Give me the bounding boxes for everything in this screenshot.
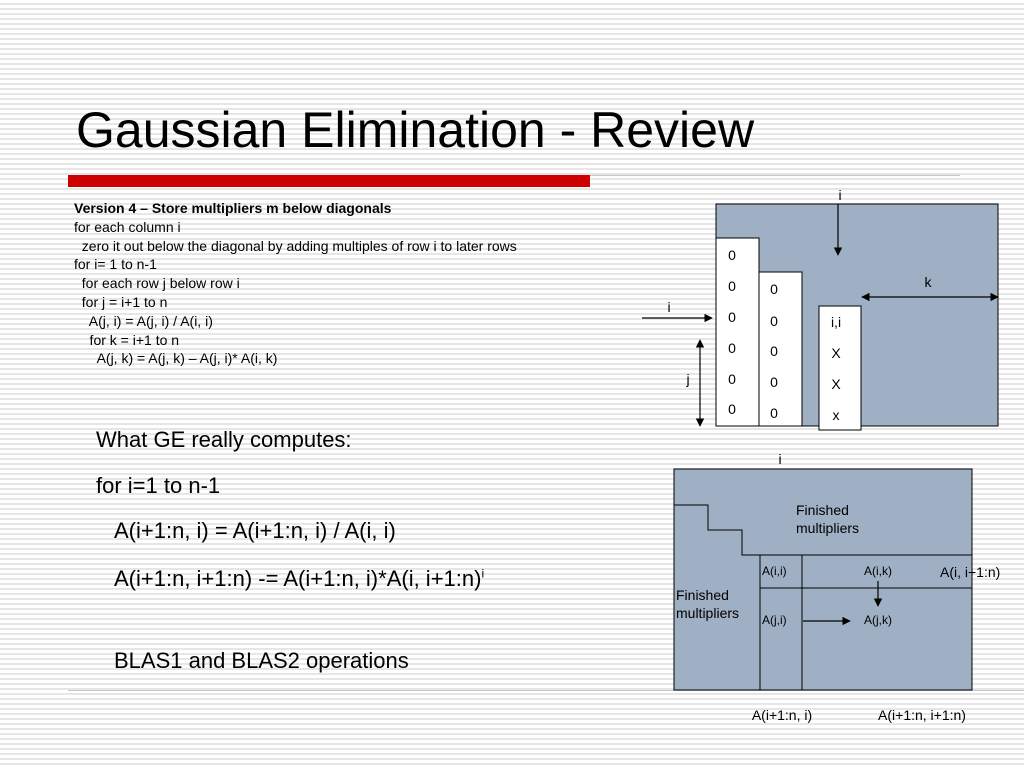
zeroed-column-1 [715,237,760,427]
zero-value: 0 [770,343,778,359]
zero-value: 0 [770,374,778,390]
zero-value: 0 [770,281,778,297]
update-value: X [831,376,841,392]
zero-value: 0 [770,313,778,329]
ge-blas2-superscript: i [481,566,485,581]
row-i-label: i [667,299,670,315]
finished-multipliers-left: Finished multipliers [676,587,739,621]
pseudocode-heading: Version 4 – Store multipliers m below di… [74,200,392,216]
top-matrix-diagram: 0 0 0 0 0 0 0 0 0 0 0 i,i X X x i i j k [642,187,999,431]
ge-loop-line: for i=1 to n-1 [96,473,221,498]
update-element-label: A(j,k) [864,613,892,627]
pseudocode-block: Version 4 – Store multipliers m below di… [74,199,517,368]
trailing-submatrix-label: A(i+1:n, i+1:n) [878,707,966,723]
pivot-element-label: A(i,i) [762,564,787,578]
pseudocode-line: for k = i+1 to n [74,331,180,348]
pseudocode-line: zero it out below the diagonal by adding… [74,237,517,254]
ge-blas2-line: A(i+1:n, i+1:n) -= A(i+1:n, i)*A(i, i+1:… [114,566,484,592]
title-accent-bar [68,175,590,187]
slide-title: Gaussian Elimination - Review [76,102,755,158]
finished-left-line2: multipliers [676,605,739,621]
pivot-label: i,i [831,314,841,330]
pseudocode-line: A(j, i) = A(j, i) / A(i, i) [74,312,213,329]
footer-divider-line [68,690,1024,691]
pseudocode-line: A(j, k) = A(j, k) – A(j, i)* A(i, k) [74,350,278,367]
row-i-slice-label: A(i, i+1:n) [940,564,1000,580]
zero-value: 0 [728,401,736,417]
finished-multipliers-top: Finished multipliers [796,502,859,536]
zero-value: 0 [728,340,736,356]
zero-value: 0 [728,309,736,325]
ge-blas1-line: A(i+1:n, i) = A(i+1:n, i) / A(i, i) [114,518,396,543]
zeroed-column-2 [758,271,803,427]
multiplier-element-label: A(j,i) [762,613,787,627]
finished-top-line2: multipliers [796,520,859,536]
active-column-values: i,i X X x [831,314,841,423]
zeroed-column-1-values: 0 0 0 0 0 0 [728,247,736,417]
column-slice-label: A(i+1:n, i) [752,707,812,723]
ge-blas2-text: A(i+1:n, i+1:n) -= A(i+1:n, i)*A(i, i+1:… [114,566,482,591]
update-value: X [831,345,841,361]
bottom-column-i-label: i [778,451,781,467]
bottom-matrix [673,468,973,691]
column-i-label: i [838,187,841,203]
finished-left-line1: Finished [676,587,729,603]
ge-heading: What GE really computes: [96,427,352,452]
pseudocode-line: for j = i+1 to n [74,293,168,310]
pseudocode-line: for each row j below row i [74,275,240,292]
pseudocode-line: for i= 1 to n-1 [74,256,157,273]
zero-value: 0 [728,278,736,294]
zero-value: 0 [770,405,778,421]
bottom-matrix-diagram: i Finished multipliers Finished multipli… [673,451,1000,723]
rows-j-label: j [685,371,689,387]
update-value: x [833,407,840,423]
zero-value: 0 [728,247,736,263]
row-i-element-label: A(i,k) [864,564,892,578]
active-column [818,305,862,431]
finished-top-line1: Finished [796,502,849,518]
pseudocode-line: for each column i [74,218,181,235]
columns-k-label: k [925,274,933,290]
title-divider-line [590,175,960,176]
zero-value: 0 [728,371,736,387]
zeroed-column-2-values: 0 0 0 0 0 [770,281,778,421]
ge-blas-summary: BLAS1 and BLAS2 operations [114,648,409,673]
